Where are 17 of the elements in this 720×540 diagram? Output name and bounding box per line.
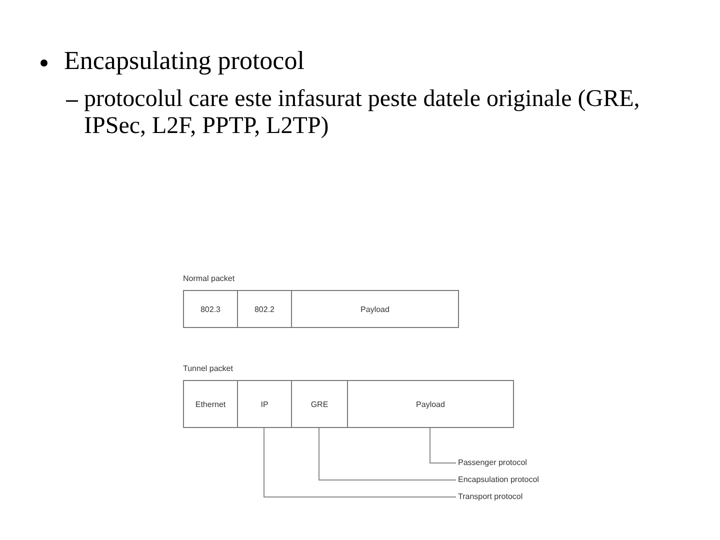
bullet-text: Encapsulating protocol	[64, 46, 306, 76]
sub-bullet-text: protocolul care este infasurat peste datele originale (GRE, IPSec, L2F, PPTP, L2TP)	[84, 86, 641, 140]
protocol-label: Transport protocol	[458, 491, 523, 503]
packet-field: 802.2	[237, 290, 292, 328]
packet-field: Payload	[291, 290, 459, 328]
protocol-label: Passenger protocol	[458, 457, 527, 469]
leader-line	[318, 428, 456, 480]
leader-line	[264, 428, 456, 498]
packet-field: IP	[237, 380, 292, 428]
packet-heading: Tunnel packet	[183, 364, 233, 373]
packet-field: Payload	[347, 380, 514, 428]
packet-field: 802.3	[183, 290, 238, 328]
packet-heading: Normal packet	[183, 274, 235, 283]
leader-line	[430, 428, 456, 464]
packet-field: Ethernet	[183, 380, 238, 428]
protocol-label: Encapsulation protocol	[458, 474, 539, 486]
packet-field: GRE	[291, 380, 348, 428]
